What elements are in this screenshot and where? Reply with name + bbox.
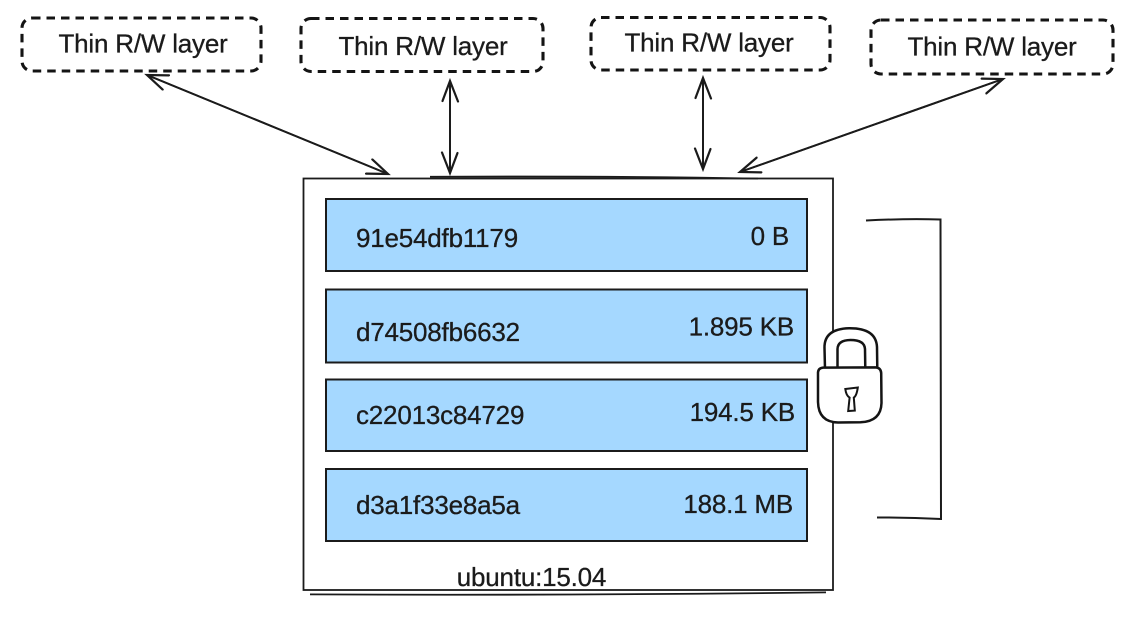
svg-text:188.1 MB: 188.1 MB — [683, 489, 793, 519]
svg-text:ubuntu:15.04: ubuntu:15.04 — [457, 562, 606, 592]
svg-text:1.895 KB: 1.895 KB — [689, 312, 794, 342]
svg-text:c22013c84729: c22013c84729 — [356, 400, 524, 430]
svg-text:0 B: 0 B — [751, 221, 789, 251]
svg-text:Thin R/W layer: Thin R/W layer — [58, 29, 228, 59]
svg-text:Thin R/W layer: Thin R/W layer — [907, 32, 1077, 62]
svg-text:91e54dfb1179: 91e54dfb1179 — [356, 223, 518, 253]
svg-text:Thin R/W layer: Thin R/W layer — [338, 31, 508, 61]
svg-text:Thin R/W layer: Thin R/W layer — [624, 28, 794, 58]
svg-text:194.5 KB: 194.5 KB — [690, 397, 795, 427]
svg-text:d3a1f33e8a5a: d3a1f33e8a5a — [356, 490, 521, 520]
svg-text:d74508fb6632: d74508fb6632 — [356, 317, 520, 347]
